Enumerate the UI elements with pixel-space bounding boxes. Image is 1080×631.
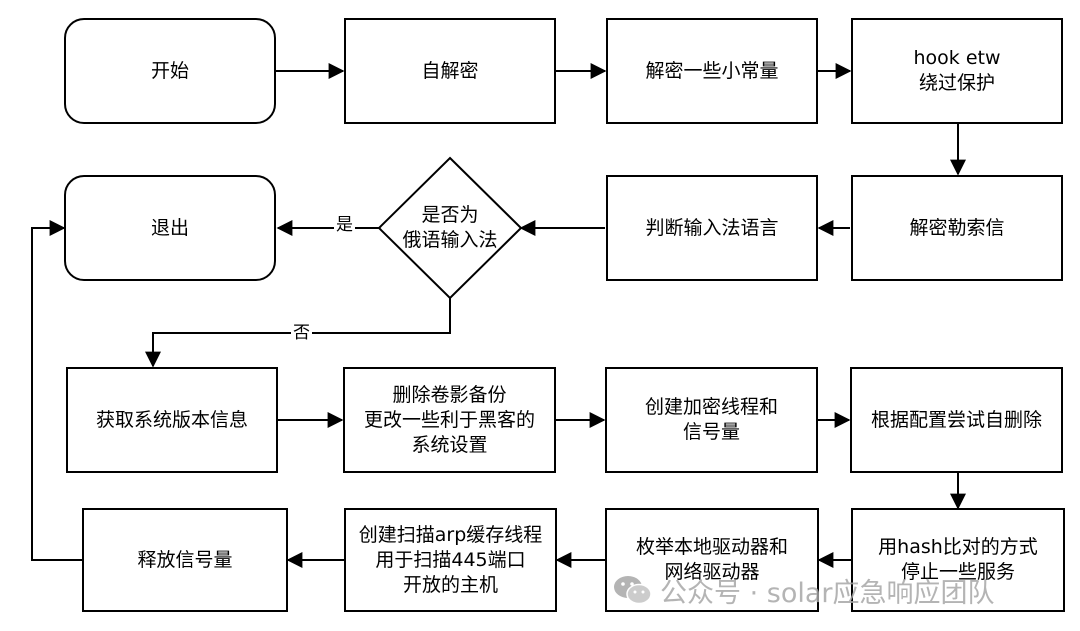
node-start: 开始 [64, 18, 276, 124]
node-self-decrypt-label: 自解密 [421, 59, 479, 82]
node-decrypt-ransom-note: 解密勒索信 [851, 175, 1063, 281]
node-exit: 退出 [64, 175, 276, 281]
node-try-self-delete: 根据配置尝试自删除 [850, 367, 1063, 473]
node-decrypt-constants: 解密一些小常量 [606, 18, 818, 124]
node-release-semaphore: 释放信号量 [82, 508, 288, 612]
decision-is-russian-input-shape [377, 156, 523, 300]
node-exit-label: 退出 [150, 216, 189, 239]
node-check-input-language-label: 判断输入法语言 [645, 216, 779, 239]
node-hook-etw: hook etw 绕过保护 [851, 18, 1063, 124]
node-delete-shadow-copies: 删除卷影备份 更改一些利于黑客的 系统设置 [343, 367, 556, 473]
node-arp-scan-thread-label: 创建扫描arp缓存线程 用于扫描445端口 开放的主机 [358, 523, 543, 596]
node-enumerate-drives: 枚举本地驱动器和 网络驱动器 [605, 508, 819, 612]
node-stop-services-label: 用hash比对的方式 停止一些服务 [878, 536, 1038, 583]
node-release-semaphore-label: 释放信号量 [137, 548, 233, 571]
node-create-encrypt-threads: 创建加密线程和 信号量 [605, 367, 818, 473]
node-decrypt-constants-label: 解密一些小常量 [645, 59, 779, 82]
edge-label-yes: 是 [334, 215, 355, 235]
node-stop-services: 用hash比对的方式 停止一些服务 [851, 508, 1065, 612]
node-enumerate-drives-label: 枚举本地驱动器和 网络驱动器 [635, 536, 788, 583]
watermark-text: 公众号 · solar应急响应团队 [660, 577, 995, 609]
node-get-system-version-label: 获取系统版本信息 [95, 408, 248, 431]
node-delete-shadow-copies-label: 删除卷影备份 更改一些利于黑客的 系统设置 [363, 383, 535, 456]
edge-release-to-exit [31, 220, 82, 561]
decision-is-russian-input: 是否为 俄语输入法 [379, 178, 521, 278]
node-check-input-language: 判断输入法语言 [606, 175, 818, 281]
decision-is-russian-input-label: 是否为 俄语输入法 [402, 204, 498, 251]
node-get-system-version: 获取系统版本信息 [66, 367, 278, 473]
node-arp-scan-thread: 创建扫描arp缓存线程 用于扫描445端口 开放的主机 [344, 508, 557, 612]
node-self-decrypt: 自解密 [344, 18, 556, 124]
node-create-encrypt-threads-label: 创建加密线程和 信号量 [644, 396, 778, 443]
node-hook-etw-label: hook etw 绕过保护 [913, 47, 1001, 94]
watermark: 公众号 · solar应急响应团队 [612, 568, 1062, 612]
wechat-icon [614, 576, 652, 605]
node-try-self-delete-label: 根据配置尝试自删除 [870, 408, 1042, 431]
node-start-label: 开始 [150, 59, 189, 82]
node-decrypt-ransom-note-label: 解密勒索信 [909, 216, 1005, 239]
edge-label-no: 否 [291, 323, 312, 343]
